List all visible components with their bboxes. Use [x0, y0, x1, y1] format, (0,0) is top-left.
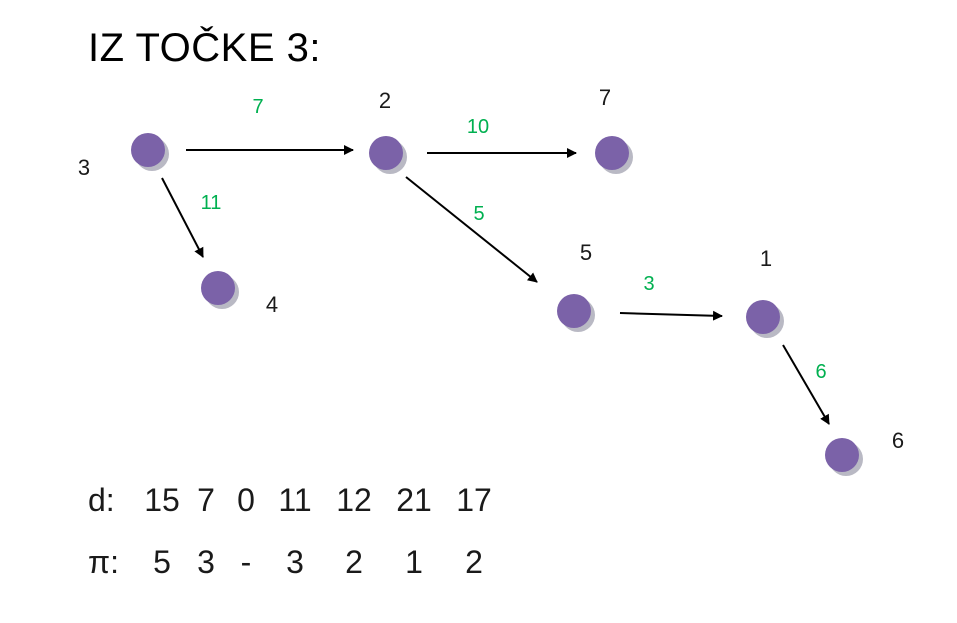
node-5-circle	[557, 294, 591, 328]
node-7-circle	[595, 136, 629, 170]
node-1-label: 1	[760, 246, 772, 271]
edge-3-2-weight: 7	[252, 96, 263, 118]
node-3-label: 3	[78, 155, 90, 180]
node-4: 4	[201, 271, 278, 317]
node-6-label: 6	[892, 428, 904, 453]
distance-value: 7	[197, 482, 215, 518]
node-1: 1	[746, 246, 784, 338]
distance-value: 0	[237, 482, 255, 518]
predecessor-value: -	[240, 544, 252, 580]
predecessor-label: π:	[88, 544, 119, 580]
predecessor-value: 3	[286, 544, 304, 580]
edge-3-4-arrow	[161, 177, 204, 258]
edge-2-7-weight: 10	[467, 116, 489, 138]
edge-5-1-arrow	[619, 310, 723, 321]
node-2-circle	[369, 136, 403, 170]
node-1-circle	[746, 300, 780, 334]
node-4-circle	[201, 271, 235, 305]
predecessor-value: 1	[405, 544, 423, 580]
node-3-circle	[131, 133, 165, 167]
node-6: 6	[825, 428, 904, 476]
distance-value: 12	[336, 482, 372, 518]
predecessor-value: 3	[197, 544, 215, 580]
predecessor-value: 2	[465, 544, 483, 580]
node-5: 5	[557, 240, 595, 332]
distance-label: d:	[88, 482, 115, 518]
node-2: 2	[369, 88, 407, 174]
node-4-label: 4	[266, 292, 278, 317]
node-7-label: 7	[599, 85, 611, 110]
distance-value: 21	[396, 482, 432, 518]
edge-3-4-weight: 11	[201, 192, 222, 214]
predecessor-value: 2	[345, 544, 363, 580]
node-5-label: 5	[580, 240, 592, 265]
distance-value: 17	[456, 482, 492, 518]
node-2-label: 2	[379, 88, 391, 113]
distance-value: 15	[144, 482, 180, 518]
edge-1-6-weight: 6	[815, 361, 826, 383]
distance-value: 11	[278, 482, 312, 518]
node-7: 7	[595, 85, 633, 174]
edge-2-5-arrow	[405, 176, 538, 283]
node-3: 3	[78, 133, 169, 180]
edge-2-5-weight: 5	[473, 203, 484, 225]
node-6-circle	[825, 438, 859, 472]
edge-5-1-weight: 3	[643, 273, 654, 295]
edge-1-6-arrow	[782, 344, 830, 425]
predecessor-value: 5	[153, 544, 171, 580]
slide-title: IZ TOČKE 3:	[88, 26, 321, 70]
